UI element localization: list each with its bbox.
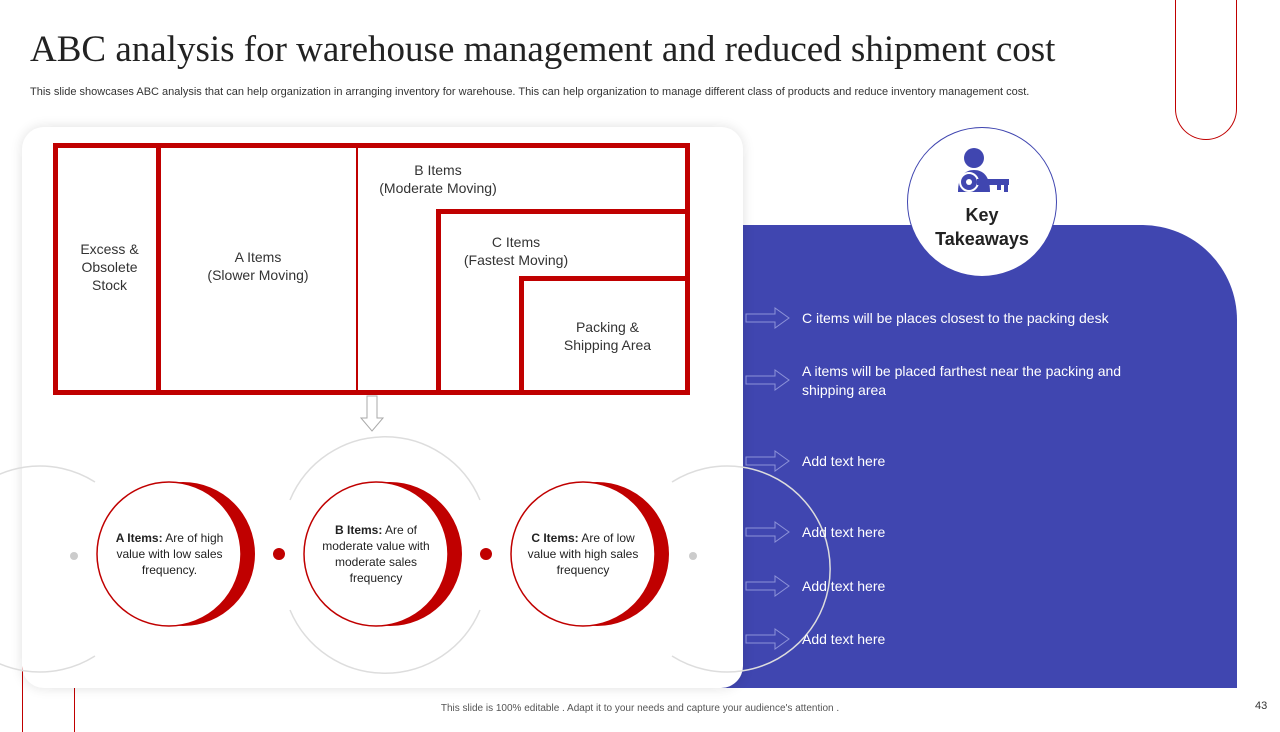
arrow-icon (745, 450, 790, 472)
arrow-icon (745, 307, 790, 329)
down-arrow-icon (360, 395, 384, 432)
circle-c-title: C Items: (531, 531, 579, 545)
arrow-icon (745, 628, 790, 650)
takeaway-item-6: Add text here (802, 631, 886, 647)
arrow-icon (745, 369, 790, 391)
arrow-icon (745, 521, 790, 543)
packing-area-zone (519, 276, 690, 395)
circle-b-desc: Are of moderate value with moderate sale… (322, 523, 430, 585)
circle-b-title: B Items: (334, 523, 383, 537)
circle-b-items-text: B Items: Are of moderate value with mode… (312, 522, 440, 586)
takeaway-item-5: Add text here (802, 578, 886, 594)
page-subtitle: This slide showcases ABC analysis that c… (30, 86, 1030, 98)
circle-c-items-text: C Items: Are of low value with high sale… (518, 530, 648, 578)
arrow-icon (745, 575, 790, 597)
excess-stock-label: Excess & Obsolete Stock (80, 241, 139, 293)
decorative-top-shape (1175, 0, 1237, 140)
circle-a-title: A Items: (115, 531, 163, 545)
person-key-icon (958, 148, 1009, 192)
c-items-label: C Items (Fastest Moving) (463, 234, 569, 268)
a-items-label: A Items (Slower Moving) (207, 249, 309, 283)
circle-a-items-text: A Items: Are of high value with low sale… (102, 530, 237, 578)
circle-c-desc: Are of low value with high sales frequen… (527, 531, 639, 577)
key-takeaways-panel (700, 225, 1237, 688)
key-takeaways-label: Key Takeaways (935, 205, 1029, 249)
page-number: 43 (1255, 700, 1268, 712)
footer-note: This slide is 100% editable . Adapt it t… (440, 703, 840, 714)
circle-a-desc: Are of high value with low sales frequen… (116, 531, 224, 577)
b-items-label: B Items (Moderate Moving) (379, 162, 497, 196)
takeaway-item-2: A items will be placed farthest near the… (802, 363, 1122, 398)
packing-area-label: Packing & Shipping Area (563, 319, 652, 353)
key-takeaways-badge: Key Takeaways (907, 127, 1057, 277)
page-title: ABC analysis for warehouse management an… (30, 29, 1056, 70)
takeaway-item-4: Add text here (802, 524, 886, 540)
takeaway-item-3: Add text here (802, 453, 886, 469)
takeaway-item-1: C items will be places closest to the pa… (802, 310, 1109, 326)
